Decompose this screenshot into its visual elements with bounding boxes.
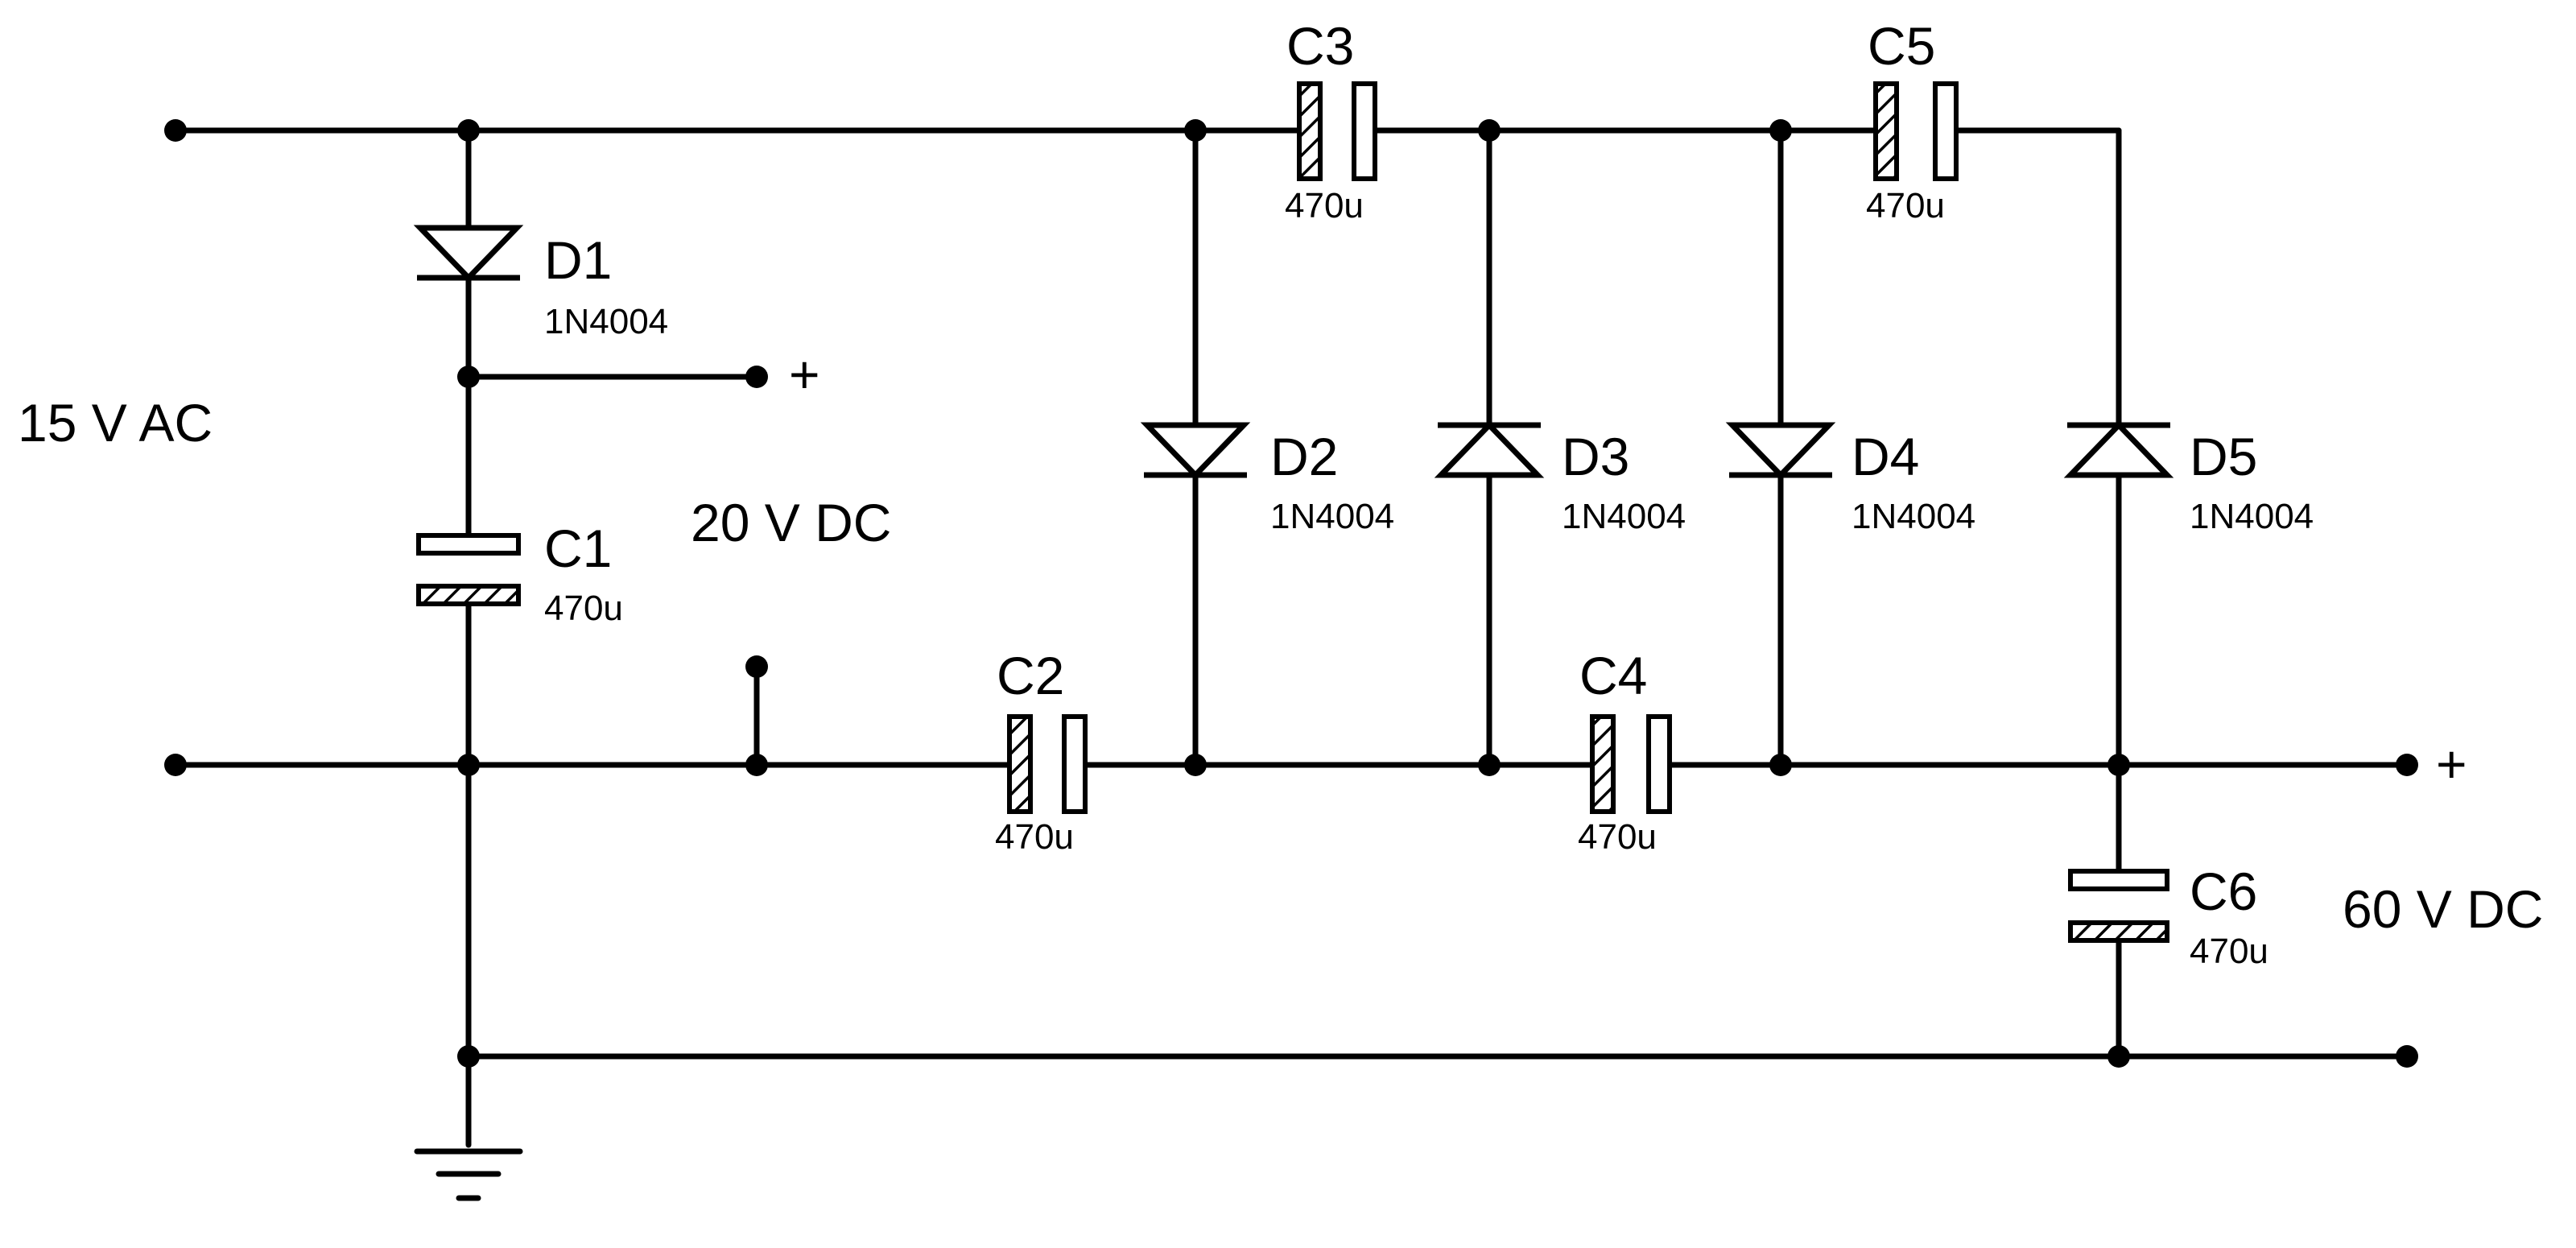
terminal-dc60-plus <box>2396 754 2418 776</box>
junction <box>1478 754 1501 776</box>
wires <box>172 127 2410 1148</box>
d3-value: 1N4004 <box>1562 497 1686 536</box>
junction <box>457 119 480 142</box>
d2-ref: D2 <box>1270 427 1338 486</box>
d5-ref: D5 <box>2190 427 2257 486</box>
junction <box>2107 754 2130 776</box>
d3-ref: D3 <box>1562 427 1629 486</box>
c4-value: 470u <box>1578 817 1657 857</box>
diode-d5 <box>2063 420 2174 478</box>
c3-ref: C3 <box>1286 16 1354 76</box>
plus-sign-dc60: + <box>2436 734 2467 794</box>
plus-sign-dc20: + <box>789 345 820 404</box>
output-high-voltage-label: 60 V DC <box>2343 879 2543 939</box>
junction <box>1184 119 1207 142</box>
junction <box>457 366 480 388</box>
c5-value: 470u <box>1866 186 1945 225</box>
diode-d4 <box>1725 422 1836 480</box>
c4-ref: C4 <box>1579 646 1647 705</box>
junction-nodes <box>164 119 2418 1068</box>
diode-d3 <box>1434 420 1545 478</box>
input-voltage-label: 15 V AC <box>18 393 213 453</box>
capacitor-c5 <box>1873 81 1959 181</box>
terminal-ac-top <box>164 119 187 142</box>
terminal-dc20-minus <box>745 655 768 678</box>
junction <box>1478 119 1501 142</box>
capacitor-c1 <box>416 533 521 606</box>
c5-ref: C5 <box>1868 16 1935 76</box>
diode-d1 <box>413 225 524 283</box>
d2-value: 1N4004 <box>1270 497 1394 536</box>
junction <box>1769 754 1792 776</box>
junction <box>745 754 768 776</box>
capacitor-c4 <box>1590 714 1672 814</box>
c3-value: 470u <box>1285 186 1364 225</box>
terminal-dc60-minus <box>2396 1045 2418 1068</box>
capacitor-c3 <box>1297 81 1377 181</box>
c6-value: 470u <box>2190 932 2268 971</box>
d5-value: 1N4004 <box>2190 497 2314 536</box>
d4-ref: D4 <box>1852 427 1919 486</box>
capacitor-c2 <box>1007 714 1088 814</box>
capacitor-c6 <box>2068 869 2169 943</box>
c6-ref: C6 <box>2190 862 2257 921</box>
junction <box>2107 1045 2130 1068</box>
terminal-ac-bottom <box>164 754 187 776</box>
diode-d2 <box>1140 422 1251 480</box>
d1-ref: D1 <box>544 230 612 290</box>
c1-ref: C1 <box>544 519 612 578</box>
d1-value: 1N4004 <box>544 302 668 341</box>
ground-icon <box>414 1148 523 1201</box>
d4-value: 1N4004 <box>1852 497 1975 536</box>
junction <box>457 754 480 776</box>
c2-ref: C2 <box>997 646 1064 705</box>
terminal-dc20-plus <box>745 366 768 388</box>
junction <box>1184 754 1207 776</box>
junction <box>1769 119 1792 142</box>
c1-value: 470u <box>544 589 623 628</box>
junction <box>457 1045 480 1068</box>
c2-value: 470u <box>995 817 1074 857</box>
output-low-voltage-label: 20 V DC <box>691 493 891 552</box>
